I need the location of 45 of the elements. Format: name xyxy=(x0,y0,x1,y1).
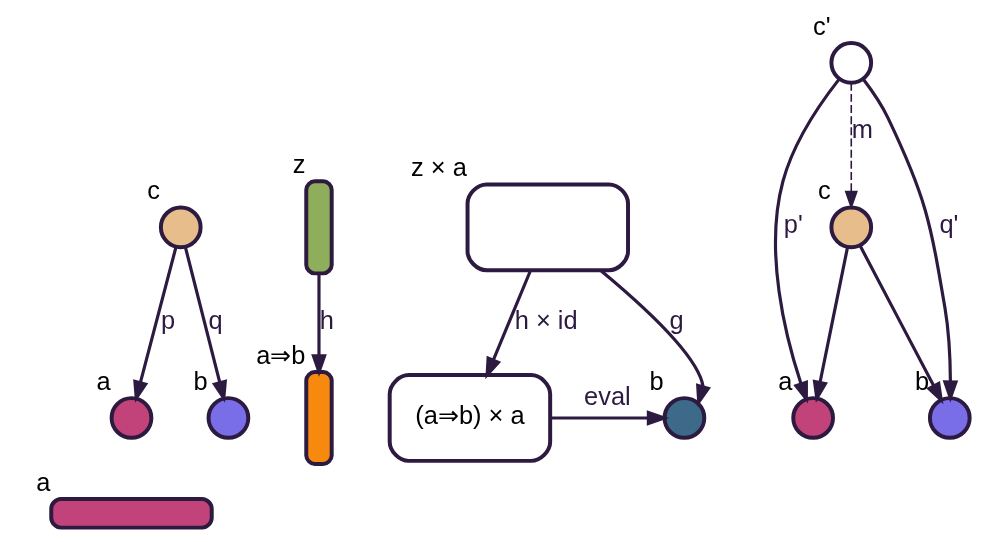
arrow xyxy=(550,410,670,426)
node-circle xyxy=(158,205,203,250)
node-bar xyxy=(49,497,214,530)
node-circle xyxy=(829,41,874,85)
node-label: b xyxy=(649,366,664,395)
arrow xyxy=(599,269,711,407)
node-label: b xyxy=(193,366,208,395)
arrow xyxy=(844,82,858,210)
arrow xyxy=(812,246,850,403)
node-bar xyxy=(304,179,334,276)
node-circle xyxy=(109,396,154,440)
edge-label: h × id xyxy=(514,305,578,334)
edge-label: q' xyxy=(939,210,959,239)
arrow xyxy=(858,244,944,405)
edge-label: q xyxy=(208,305,223,334)
node-label: a⇒b xyxy=(256,340,306,369)
node-label: a xyxy=(778,366,793,395)
edge-label: p' xyxy=(783,210,803,239)
edge-label: g xyxy=(669,305,684,334)
arrow xyxy=(861,78,959,403)
arrow xyxy=(133,246,178,403)
arrow xyxy=(311,273,327,377)
edge-label: eval xyxy=(584,381,631,410)
node-bar xyxy=(304,369,334,467)
node-label: c' xyxy=(813,11,831,40)
edge-label: m xyxy=(851,115,873,144)
node-label: c xyxy=(817,176,831,205)
arrow xyxy=(183,246,228,403)
node-circle xyxy=(662,396,707,440)
node-box xyxy=(465,182,630,273)
node-circle xyxy=(927,396,972,440)
node-label: b xyxy=(914,366,930,395)
node-label: z xyxy=(292,149,306,178)
node-circle xyxy=(791,396,835,440)
arrow xyxy=(485,269,532,380)
node-box: (a⇒b) × a xyxy=(387,373,553,463)
node-label: a xyxy=(96,366,111,395)
node-circle xyxy=(829,205,874,250)
node-label: a xyxy=(36,467,51,496)
node-circle xyxy=(206,396,251,440)
edge-label: h xyxy=(319,305,334,334)
node-label: z × a xyxy=(411,153,467,182)
node-label: c xyxy=(147,176,161,205)
edge-label: p xyxy=(160,305,176,334)
arrow xyxy=(773,78,841,404)
